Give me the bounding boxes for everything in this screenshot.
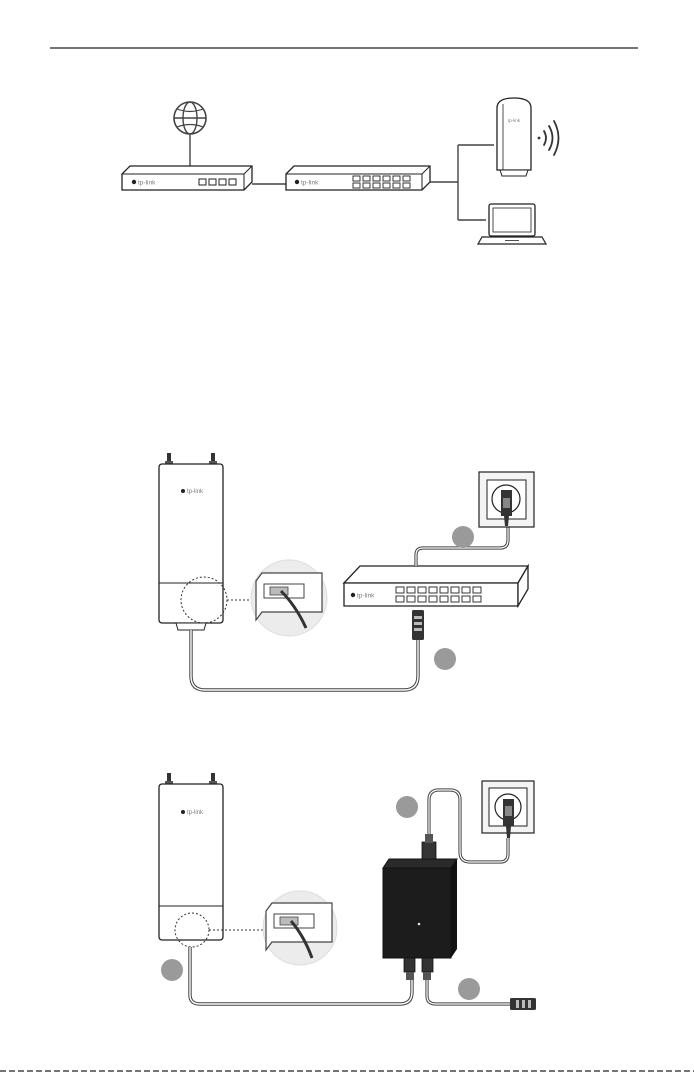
- ap2-logo-icon: [181, 810, 185, 814]
- rj45-plug-2: [510, 998, 536, 1010]
- ap-top-logo: tp-link: [508, 118, 521, 123]
- laptop-icon: [478, 204, 546, 244]
- switch-device: tp-link: [286, 166, 430, 190]
- ap2-logo: tp-link: [187, 810, 204, 816]
- step-badge-power: [452, 526, 474, 548]
- power-outlet-icon: [479, 472, 534, 527]
- switch-logo: tp-link: [301, 180, 319, 187]
- poe-injector-device: [383, 834, 457, 980]
- ap1-logo: tp-link: [187, 489, 204, 495]
- step-badge-injector-power: [396, 796, 418, 818]
- port-zoom-view: [251, 560, 327, 636]
- ap1-logo-icon: [181, 489, 185, 493]
- rj45-plug: [412, 610, 424, 640]
- router-device: tp-link: [122, 166, 252, 190]
- switch2-logo: tp-link: [357, 593, 375, 600]
- router-logo-icon: [132, 180, 136, 184]
- access-point-device: tp-link: [497, 98, 531, 176]
- topology-diagram: tp-link tp-link: [122, 98, 559, 244]
- port-zoom-view-2: [263, 891, 337, 965]
- outdoor-access-point-2: tp-link: [159, 773, 223, 947]
- ap-to-switch-ethernet-cable: [191, 630, 418, 690]
- step-badge-injector-ap: [161, 959, 183, 981]
- step-badge-cable: [434, 648, 456, 670]
- poe-injector-diagram: tp-link: [159, 773, 536, 1010]
- step-badge-injector-lan: [458, 978, 480, 1000]
- router-logo: tp-link: [138, 180, 156, 187]
- switch-branch-lines: [430, 145, 494, 220]
- switch2-logo-icon: [351, 593, 355, 597]
- power-outlet-icon-2: [482, 781, 534, 838]
- wifi-signal-icon: [538, 121, 559, 155]
- globe-icon: [174, 102, 206, 134]
- switch-logo-icon: [295, 180, 299, 184]
- outdoor-access-point-1: tp-link: [159, 453, 227, 630]
- poe-switch-device: tp-link: [344, 566, 528, 606]
- injector-led: [418, 923, 421, 926]
- poe-switch-diagram: tp-link tp-link: [159, 453, 534, 690]
